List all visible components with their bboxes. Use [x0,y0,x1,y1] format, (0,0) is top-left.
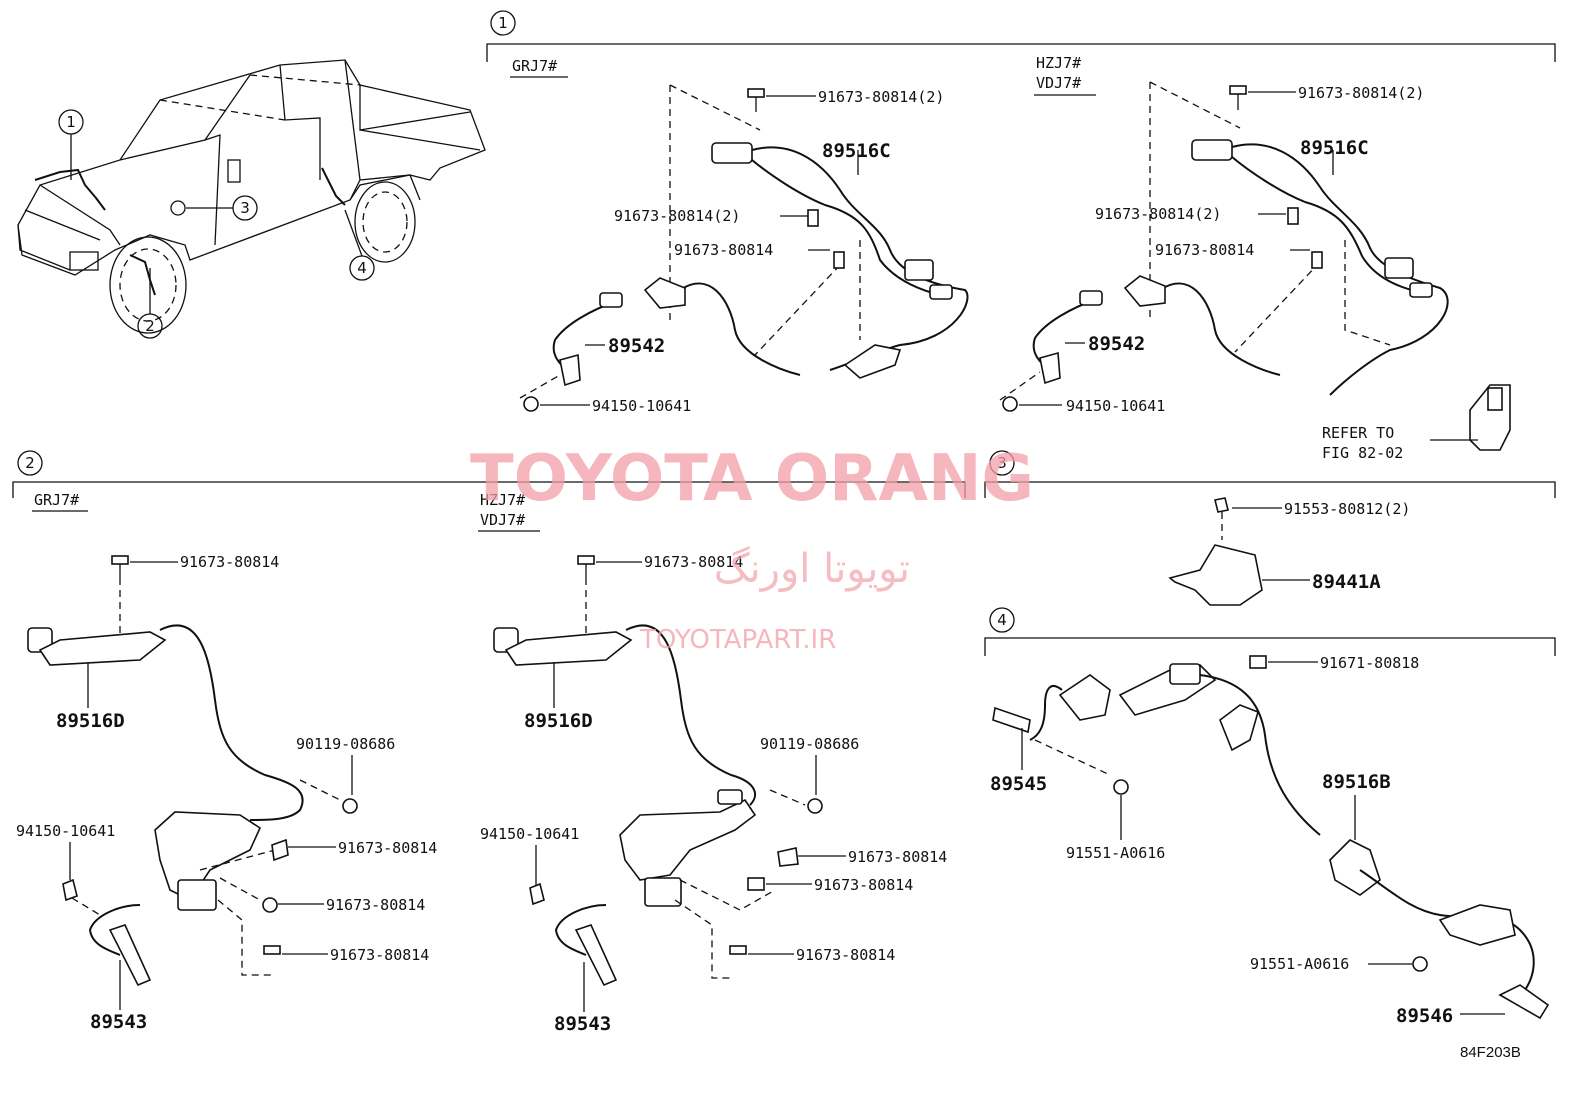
label-94150-s2-left[interactable]: 94150-10641 [16,822,115,840]
label-89546[interactable]: 89546 [1396,1005,1453,1027]
section-2: 2 GRJ7# 91673-80814 89516D 90119-08686 9… [12,450,966,1035]
section-1: 1 GRJ7# 89516C 91673-80814(2) 91673-8081… [486,10,1556,462]
label-91671[interactable]: 91671-80818 [1320,654,1419,672]
label-s2l-bolt-1[interactable]: 91673-80814 [338,839,437,857]
section-4: 4 91671-80818 89545 91551-A0616 89516B 9… [984,607,1556,1027]
refer-line-1: REFER TO [1322,424,1394,442]
label-89441a[interactable]: 89441A [1312,571,1381,593]
svg-text:1: 1 [66,113,76,131]
label-s2l-bolt-3[interactable]: 91673-80814 [330,946,429,964]
label-91551-b[interactable]: 91551-A0616 [1250,955,1349,973]
label-bolt-b-left[interactable]: 91673-80814(2) [614,207,740,225]
label-bolt-c-left[interactable]: 91673-80814 [674,241,773,259]
label-94150-s2-right[interactable]: 94150-10641 [480,825,579,843]
label-s2r-bolt-1[interactable]: 91673-80814 [848,848,947,866]
watermark-brand: TOYOTA ORANG [470,442,1034,516]
label-s2l-bolt-2[interactable]: 91673-80814 [326,896,425,914]
label-90119-left[interactable]: 90119-08686 [296,735,395,753]
label-s2r-bolt-2[interactable]: 91673-80814 [814,876,913,894]
vehicle-overview: 1 2 3 4 [17,59,486,339]
label-bolt-a-left[interactable]: 91673-80814(2) [818,88,944,106]
label-89545[interactable]: 89545 [990,773,1047,795]
label-s2r-bolt-3[interactable]: 91673-80814 [796,946,895,964]
label-89516c-right[interactable]: 89516C [1300,137,1369,159]
label-89542-left[interactable]: 89542 [608,335,665,357]
callout-1[interactable]: 1 [58,109,84,180]
figure-code: 84F203B [1460,1044,1521,1061]
section-3: 3 91553-80812(2) 89441A [984,450,1556,606]
label-89543-left[interactable]: 89543 [90,1011,147,1033]
label-89516d-left[interactable]: 89516D [56,710,125,732]
watermark: TOYOTA ORANG تویوتا اورنگ TOYOTAPART.IR [470,442,1034,655]
variant-grj7: GRJ7# [512,57,557,75]
svg-text:4: 4 [357,259,367,277]
label-91551-a[interactable]: 91551-A0616 [1066,844,1165,862]
label-s2l-bolt-top[interactable]: 91673-80814 [180,553,279,571]
label-bolt-a-right[interactable]: 91673-80814(2) [1298,84,1424,102]
label-91553[interactable]: 91553-80812(2) [1284,500,1410,518]
label-89516d-right[interactable]: 89516D [524,710,593,732]
watermark-persian: تویوتا اورنگ [714,546,910,592]
variant-grj7-s2: GRJ7# [34,491,79,509]
label-89543-right[interactable]: 89543 [554,1013,611,1035]
label-90119-right[interactable]: 90119-08686 [760,735,859,753]
section-2-number: 2 [25,454,35,472]
section-1-number: 1 [498,14,508,32]
watermark-site: TOYOTAPART.IR [639,625,836,655]
section-3-number: 3 [997,454,1007,472]
label-s2r-bolt-top[interactable]: 91673-80814 [644,553,743,571]
variant-vdj7: VDJ7# [1036,74,1081,92]
label-bolt-b-right[interactable]: 91673-80814(2) [1095,205,1221,223]
callout-2[interactable]: 2 [137,268,163,339]
svg-text:3: 3 [240,199,250,217]
variant-vdj7-s2: VDJ7# [480,511,525,529]
label-89516c-left[interactable]: 89516C [822,140,891,162]
refer-line-2[interactable]: FIG 82-02 [1322,444,1403,462]
label-bolt-c-right[interactable]: 91673-80814 [1155,241,1254,259]
svg-text:2: 2 [145,317,155,335]
variant-hzj7-s2: HZJ7# [480,491,525,509]
label-94150-right[interactable]: 94150-10641 [1066,397,1165,415]
callout-3[interactable]: 3 [186,195,258,221]
label-89516b[interactable]: 89516B [1322,771,1391,793]
callout-4[interactable]: 4 [344,209,375,281]
variant-hzj7: HZJ7# [1036,54,1081,72]
label-94150-left[interactable]: 94150-10641 [592,397,691,415]
label-89542-right[interactable]: 89542 [1088,333,1145,355]
section-4-number: 4 [997,611,1007,629]
